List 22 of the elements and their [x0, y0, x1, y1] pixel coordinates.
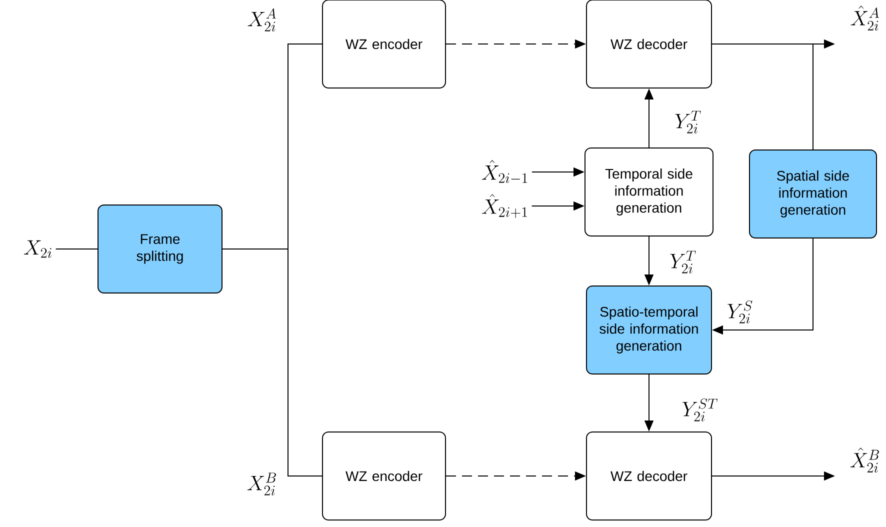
process-box: WZ decoder [586, 432, 712, 520]
process-box: WZ decoder [586, 0, 712, 88]
connector-line [222, 248, 322, 476]
process-box: Spatial side information generation [749, 150, 877, 238]
process-box: WZ encoder [322, 432, 446, 520]
process-box: WZ encoder [322, 0, 446, 88]
connector-line [55, 248, 98, 250]
process-box: Temporal side information generation [584, 148, 714, 236]
process-box: Frame splitting [98, 204, 222, 294]
edge-label: $Y_{2i}^{ST}$ [680, 398, 720, 422]
edge-label: $X_{2i}^{A}$ [246, 8, 278, 32]
process-box: Spatio-temporal side information generation [586, 286, 712, 374]
variable-label: $\hat{X}_{2i-1}$ [482, 160, 528, 183]
edge-label: $X_{2i}^{B}$ [246, 472, 278, 496]
edge-label: $Y_{2i}^{S}$ [726, 300, 754, 324]
edge-label: $\hat{X}_{2i}^{B}$ [848, 446, 882, 474]
edge-label: $Y_{2i}^{T}$ [668, 250, 698, 274]
edge-label: $Y_{2i}^{T}$ [674, 110, 702, 134]
variable-label: $X_{2i}$ [24, 240, 52, 258]
variable-label: $\hat{X}_{2i+1}$ [482, 194, 527, 218]
connector-line [712, 44, 814, 150]
edge-label: $\hat{X}_{2i}^{A}$ [849, 4, 881, 32]
